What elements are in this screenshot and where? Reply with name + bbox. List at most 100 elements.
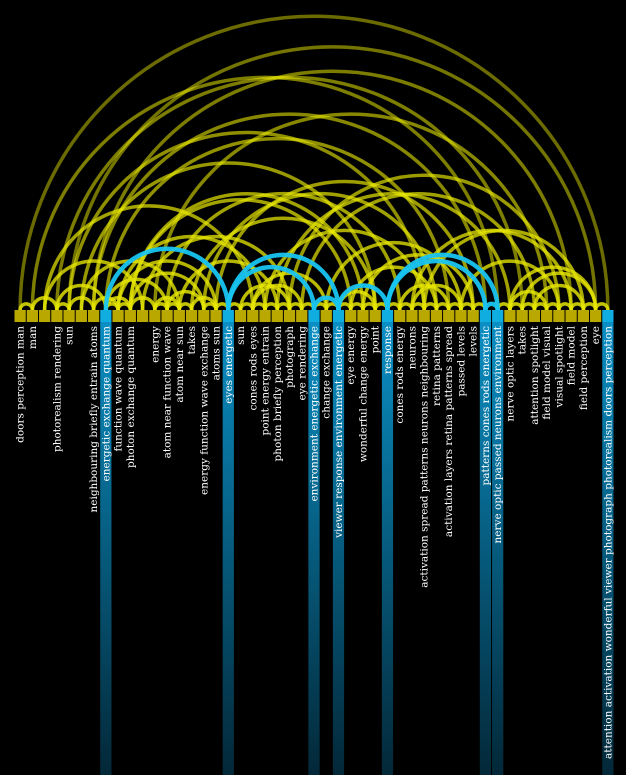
highlight-arc <box>336 283 390 311</box>
node-box[interactable] <box>161 310 173 322</box>
node-box[interactable] <box>430 310 443 322</box>
node-label: point <box>370 325 382 353</box>
node-box[interactable] <box>541 310 553 322</box>
node-label: takes <box>186 326 198 354</box>
node-box[interactable] <box>394 310 406 322</box>
node-label: change exchange <box>321 326 333 419</box>
node-box[interactable] <box>51 310 63 322</box>
node-box[interactable] <box>406 310 418 322</box>
highlight-arc <box>385 252 500 311</box>
node-label: energy <box>149 326 161 363</box>
node-box[interactable] <box>308 310 320 322</box>
node-label: levels <box>468 326 480 356</box>
highlight-bar <box>332 322 345 775</box>
node-label: atom near function wave <box>162 326 174 458</box>
node-box[interactable] <box>63 310 75 322</box>
node-box[interactable] <box>602 310 614 322</box>
node-label: photograph <box>284 326 296 388</box>
node-box[interactable] <box>528 310 541 322</box>
link-arc <box>55 283 108 311</box>
node-label: patterns cones rods energetic <box>480 326 492 486</box>
node-box[interactable] <box>75 310 87 322</box>
highlight-bar <box>479 322 492 775</box>
node-box[interactable] <box>259 310 271 322</box>
node-label: photon exchange quantum <box>125 326 137 468</box>
node-box[interactable] <box>516 310 528 322</box>
node-label: neurons <box>406 326 418 369</box>
node-box[interactable] <box>381 310 394 322</box>
link-arc <box>79 161 377 311</box>
node-label: activation layers retina patterns spread <box>443 326 455 537</box>
node-box[interactable] <box>14 310 26 322</box>
node-box[interactable] <box>565 310 577 322</box>
link-arc <box>116 235 267 311</box>
node-label: neighbouring briefly entrain atoms <box>88 326 100 513</box>
node-box[interactable] <box>418 310 430 322</box>
node-box[interactable] <box>455 310 467 322</box>
node-box[interactable] <box>369 310 381 322</box>
link-arc <box>214 179 475 311</box>
node-label: sun <box>235 326 247 345</box>
node-box[interactable] <box>479 310 492 322</box>
highlight-arc <box>103 246 231 311</box>
node-box[interactable] <box>271 310 283 322</box>
node-label: man <box>27 326 39 349</box>
link-arc <box>128 198 353 311</box>
node-box[interactable] <box>222 310 234 322</box>
link-arc <box>67 44 598 311</box>
node-label: eyes energetic <box>223 326 235 404</box>
node-box[interactable] <box>124 310 136 322</box>
node-box[interactable] <box>112 310 124 322</box>
node-box[interactable] <box>553 310 565 322</box>
highlight-bar <box>381 322 394 775</box>
node-label: photorealism rendering <box>51 326 63 452</box>
node-box[interactable] <box>38 310 51 322</box>
node-box[interactable] <box>87 310 100 322</box>
node-label: nerve optic layers <box>504 326 516 422</box>
node-box[interactable] <box>149 310 161 322</box>
node-box[interactable] <box>345 310 357 322</box>
node-box[interactable] <box>504 310 516 322</box>
link-arc <box>324 240 463 311</box>
node-label: wonderful change energy <box>357 326 369 462</box>
node-label: field model <box>566 325 578 385</box>
node-box[interactable] <box>467 310 479 322</box>
node-box[interactable] <box>173 310 185 322</box>
node-label: photon briefly perception <box>272 326 284 462</box>
node-box[interactable] <box>492 310 504 322</box>
node-box[interactable] <box>332 310 345 322</box>
node-box[interactable] <box>320 310 332 322</box>
highlight-bar <box>222 322 234 775</box>
node-box[interactable] <box>577 310 590 322</box>
node-label: doors perception man <box>15 326 27 443</box>
node-box[interactable] <box>100 310 112 322</box>
node-box[interactable] <box>234 310 247 322</box>
node-box[interactable] <box>283 310 296 322</box>
node-label: energy function wave exchange <box>198 326 210 495</box>
node-box[interactable] <box>185 310 198 322</box>
highlight-bars <box>100 322 614 775</box>
link-arc <box>42 259 145 311</box>
highlight-bar <box>492 322 504 775</box>
link-arc <box>91 69 573 311</box>
node-box[interactable] <box>590 310 602 322</box>
arcs <box>18 14 610 311</box>
highlight-arcs <box>103 246 500 311</box>
node-box[interactable] <box>296 310 308 322</box>
link-arc <box>42 204 255 311</box>
node-label: response <box>382 326 394 374</box>
node-box[interactable] <box>210 310 222 322</box>
node-label: field perception <box>578 326 590 410</box>
node-box[interactable] <box>357 310 369 322</box>
node-box[interactable] <box>136 310 149 322</box>
node-box[interactable] <box>247 310 259 322</box>
node-box[interactable] <box>198 310 210 322</box>
node-box[interactable] <box>443 310 455 322</box>
node-box[interactable] <box>26 310 38 322</box>
highlight-bar <box>100 322 112 775</box>
node-label: attention spotlight <box>529 325 541 425</box>
link-arc <box>165 192 402 311</box>
node-label: attention activation wonderful viewer ph… <box>602 326 614 759</box>
